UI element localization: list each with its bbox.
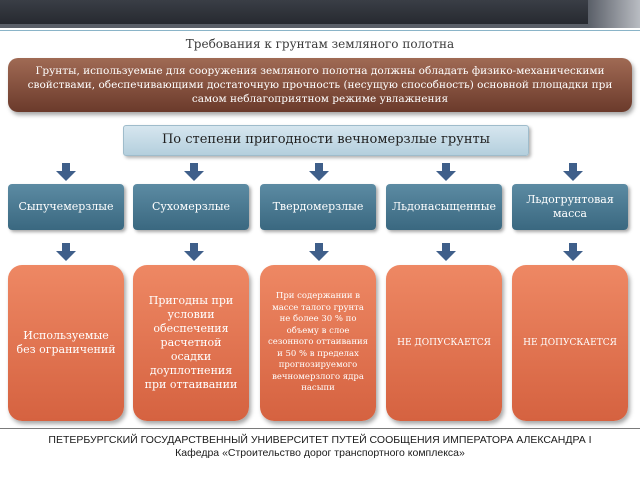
requirements-banner: Грунты, используемые для сооружения земл… [8, 58, 632, 112]
arrow-down-icon [436, 163, 456, 181]
header-divider [0, 30, 640, 31]
desc-text: НЕ ДОПУСКАЕТСЯ [523, 338, 617, 348]
slide-title: Требования к грунтам земляного полотна [185, 37, 455, 51]
footer: ПЕТЕРБУРГСКИЙ ГОСУДАРСТВЕННЫЙ УНИВЕРСИТЕ… [0, 434, 640, 460]
arrow-down-icon [436, 243, 456, 261]
footer-university: ПЕТЕРБУРГСКИЙ ГОСУДАРСТВЕННЫЙ УНИВЕРСИТЕ… [48, 434, 592, 446]
footer-divider [0, 428, 640, 429]
arrow-down-icon [563, 243, 583, 261]
desc-text: НЕ ДОПУСКАЕТСЯ [397, 338, 491, 348]
desc-text: При содержании в массе талого грунта не … [267, 291, 369, 394]
arrow-down-icon [563, 163, 583, 181]
arrow-down-icon [309, 163, 329, 181]
type-box-1: Сыпучемерзлые [8, 184, 124, 230]
type-label: Льдонасыщенные [391, 200, 497, 213]
desc-text: Используемые без ограничений [16, 329, 116, 356]
category-bar: По степени пригодности вечномерзлые грун… [123, 125, 529, 156]
header-bar-dark [0, 0, 640, 28]
arrow-down-icon [56, 243, 76, 261]
desc-text: Пригодны при условии обеспечения расчетн… [144, 294, 238, 391]
type-box-5: Льдогрунтовая масса [512, 184, 628, 230]
type-label: Льдогрунтовая масса [526, 193, 614, 220]
type-box-3: Твердомерзлые [260, 184, 376, 230]
type-box-4: Льдонасыщенные [386, 184, 502, 230]
desc-box-3: При содержании в массе талого грунта не … [260, 265, 376, 421]
type-label: Сыпучемерзлые [18, 200, 114, 213]
arrow-down-icon [184, 163, 204, 181]
arrow-down-icon [309, 243, 329, 261]
desc-box-4: НЕ ДОПУСКАЕТСЯ [386, 265, 502, 421]
footer-department: Кафедра «Строительство дорог транспортно… [175, 447, 465, 459]
type-label: Сухомерзлые [151, 200, 231, 213]
desc-box-2: Пригодны при условии обеспечения расчетн… [133, 265, 249, 421]
header-bar-highlight [588, 0, 640, 28]
desc-box-1: Используемые без ограничений [8, 265, 124, 421]
arrow-down-icon [56, 163, 76, 181]
desc-box-5: НЕ ДОПУСКАЕТСЯ [512, 265, 628, 421]
type-label: Твердомерзлые [272, 200, 364, 213]
arrow-down-icon [184, 243, 204, 261]
header-bar-accent [0, 24, 640, 28]
type-box-2: Сухомерзлые [133, 184, 249, 230]
banner-text: Грунты, используемые для сооружения земл… [27, 65, 613, 105]
